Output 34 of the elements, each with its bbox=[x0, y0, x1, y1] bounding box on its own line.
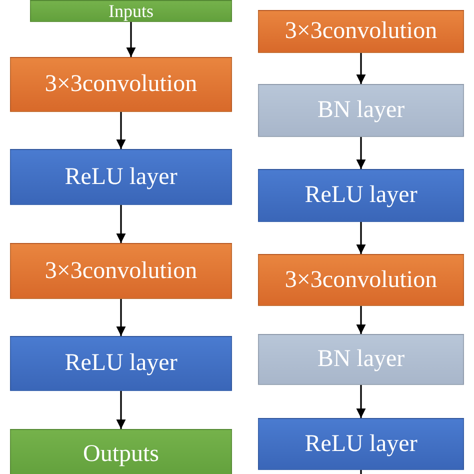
arrow bbox=[356, 53, 366, 84]
convolution-box bbox=[258, 254, 464, 306]
box-label: Inputs bbox=[108, 0, 154, 22]
arrow bbox=[116, 299, 126, 336]
box-label: Outputs bbox=[82, 440, 159, 468]
relu-layer-box bbox=[10, 149, 232, 205]
box-label: 3×3convolution bbox=[44, 258, 198, 284]
relu-layer-box bbox=[258, 418, 464, 470]
box-label: BN layer bbox=[317, 346, 405, 373]
bn-layer-box bbox=[258, 334, 464, 385]
box-label: ReLU layer bbox=[304, 430, 418, 458]
io-box bbox=[10, 429, 232, 474]
arrow bbox=[356, 137, 366, 169]
box-label: 3×3convolution bbox=[44, 71, 198, 98]
arrow bbox=[126, 22, 136, 57]
convolution-box bbox=[10, 243, 232, 299]
arrow bbox=[356, 306, 366, 334]
arrow bbox=[116, 391, 126, 429]
convolution-box bbox=[258, 10, 464, 53]
io-box bbox=[30, 0, 232, 22]
arrow bbox=[356, 385, 366, 418]
arrow bbox=[116, 112, 126, 149]
relu-layer-box bbox=[258, 169, 464, 222]
box-label: ReLU layer bbox=[64, 350, 178, 377]
box-label: 3×3convolution bbox=[284, 266, 438, 294]
relu-layer-box bbox=[10, 336, 232, 391]
arrow bbox=[356, 222, 366, 254]
arrow bbox=[116, 205, 126, 243]
box-label: BN layer bbox=[317, 97, 405, 124]
box-label: 3×3convolution bbox=[284, 18, 438, 45]
convolution-box bbox=[10, 57, 232, 112]
box-label: ReLU layer bbox=[304, 182, 418, 209]
bn-layer-box bbox=[258, 84, 464, 137]
box-label: ReLU layer bbox=[64, 164, 178, 190]
